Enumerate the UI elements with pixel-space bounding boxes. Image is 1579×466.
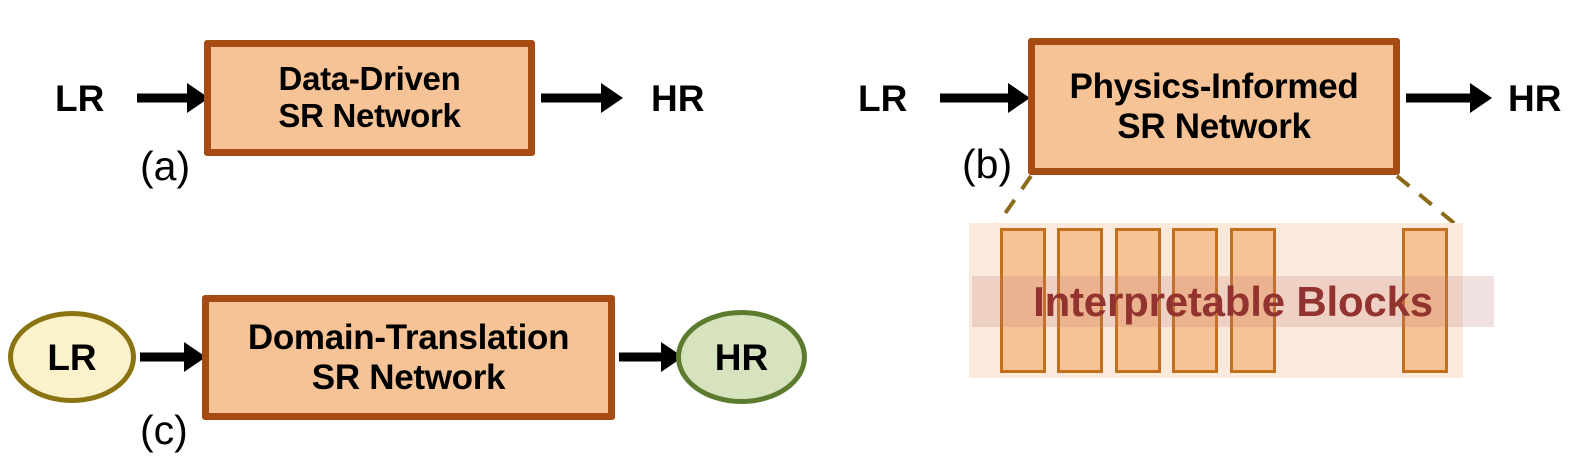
panel-b-input-label: LR [858, 78, 908, 119]
panel-c-input-ellipse: LR [8, 311, 136, 403]
panel-c-process-box: Domain-Translation SR Network [202, 295, 615, 420]
interpretable-block-2 [1057, 228, 1103, 373]
panel-c-output-label: HR [714, 336, 769, 378]
panel-b-input-arrow [940, 83, 1032, 113]
panel-a-output-label: HR [651, 78, 705, 119]
panel-c-box-line-2: SR Network [311, 357, 506, 397]
dashed-connector-right [1395, 174, 1462, 230]
panel-c-box-line-1: Domain-Translation [247, 318, 570, 358]
panel-c-input-arrow [140, 342, 206, 372]
interpretable-block-3 [1115, 228, 1161, 373]
panel-c-output-arrow [619, 342, 683, 372]
panel-a-process-box: Data-Driven SR Network [204, 40, 535, 156]
interpretable-block-5 [1230, 228, 1276, 373]
panel-a-letter: (a) [140, 143, 191, 189]
panel-a-box-line-1: Data-Driven [278, 60, 461, 98]
panel-b-output-label: HR [1508, 78, 1562, 119]
panel-a-input-label: LR [55, 78, 105, 119]
panel-a-box-line-2: SR Network [278, 97, 461, 134]
panel-b-output-arrow [1406, 83, 1496, 113]
interpretable-blocks-caption: Interpretable Blocks [1033, 277, 1433, 325]
panel-c-input-label: LR [47, 336, 97, 378]
interpretable-blocks-caption-band: Interpretable Blocks [972, 276, 1494, 327]
panel-b-process-box: Physics-Informed SR Network [1028, 38, 1400, 175]
panel-a-output-arrow [541, 83, 625, 113]
panel-c-output-ellipse: HR [676, 310, 807, 404]
panel-b-box-line-2: SR Network [1117, 106, 1311, 146]
interpretable-block-1 [1000, 228, 1046, 373]
panel-b-box-line-1: Physics-Informed [1069, 67, 1359, 107]
interpretable-block-6 [1402, 228, 1448, 373]
panel-b-letter: (b) [962, 141, 1013, 187]
panel-a-input-arrow [137, 83, 209, 113]
panel-c-letter: (c) [140, 407, 188, 453]
interpretable-block-4 [1172, 228, 1218, 373]
dashed-connector-left [993, 174, 1033, 230]
